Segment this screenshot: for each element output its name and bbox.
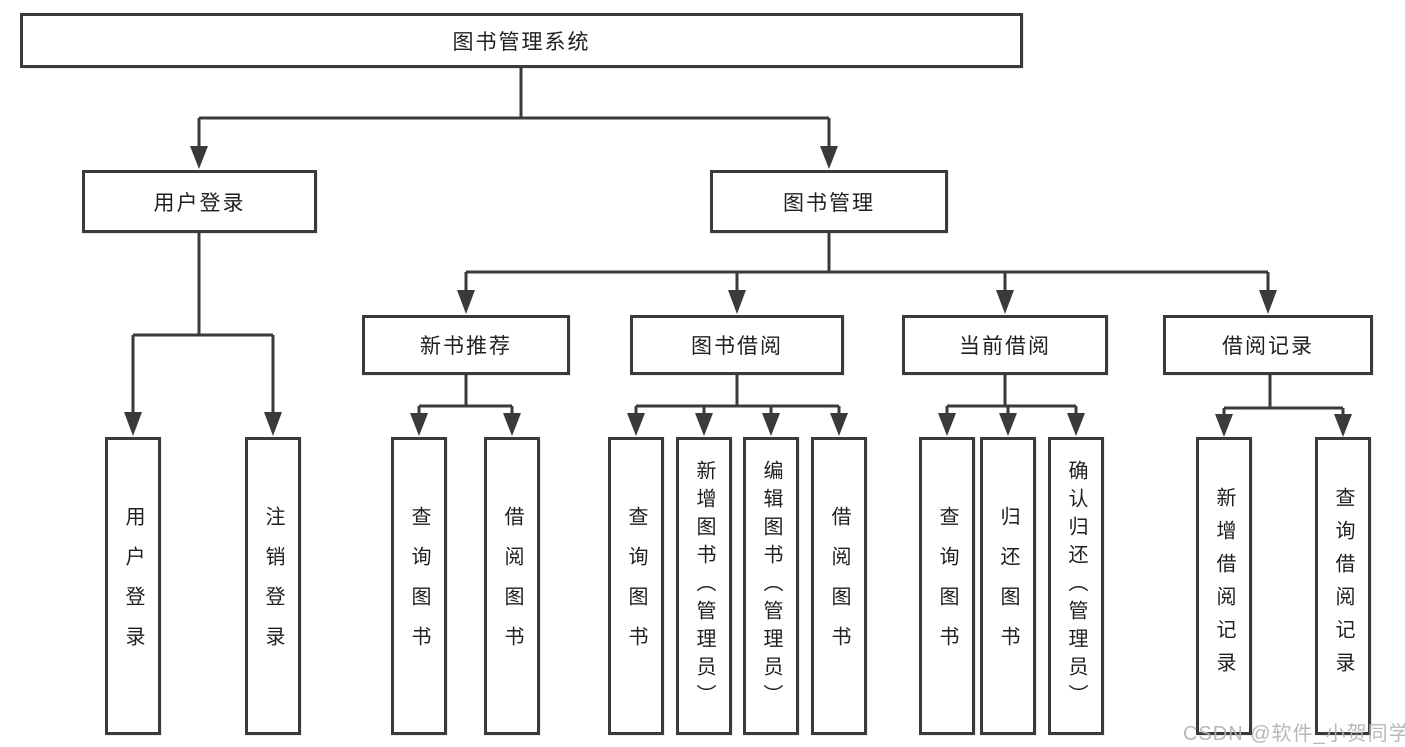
node-label: 查询图书 (936, 506, 958, 666)
leaf-confirm-return-admin: 确认归还（管理员） (1048, 437, 1104, 735)
node-book-borrowing: 图书借阅 (630, 315, 844, 375)
node-label: 用户登录 (122, 506, 144, 666)
node-label: 查询图书 (625, 506, 647, 666)
leaf-logout: 注销登录 (245, 437, 301, 735)
node-label: 图书管理系统 (452, 30, 591, 54)
node-label: 图书管理 (783, 191, 875, 215)
node-label: 归还图书 (997, 506, 1019, 666)
node-library-management-system: 图书管理系统 (20, 13, 1023, 68)
node-label: 编辑图书（管理员） (760, 460, 782, 712)
node-book-management: 图书管理 (710, 170, 948, 233)
node-label: 新增图书（管理员） (693, 460, 715, 712)
node-label: 用户登录 (153, 191, 246, 215)
watermark: CSDN @软件_小贺同学 (1183, 723, 1405, 745)
node-label: 注销登录 (262, 506, 284, 666)
node-new-book-recommend: 新书推荐 (362, 315, 570, 375)
node-label: 图书借阅 (691, 335, 783, 358)
node-label: 借阅记录 (1222, 335, 1314, 358)
node-borrow-records: 借阅记录 (1163, 315, 1373, 375)
node-label: 新增借阅记录 (1213, 487, 1235, 685)
node-label: 当前借阅 (959, 335, 1051, 358)
leaf-borrow-books-recommend: 借阅图书 (484, 437, 540, 735)
leaf-edit-books-admin: 编辑图书（管理员） (743, 437, 799, 735)
node-label: 查询图书 (408, 506, 430, 666)
leaf-query-books-current: 查询图书 (919, 437, 975, 735)
leaf-query-borrow-record: 查询借阅记录 (1315, 437, 1371, 735)
leaf-query-books-borrowing: 查询图书 (608, 437, 664, 735)
node-label: 借阅图书 (828, 506, 850, 666)
leaf-user-login: 用户登录 (105, 437, 161, 735)
node-label: 查询借阅记录 (1332, 487, 1354, 685)
leaf-add-books-admin: 新增图书（管理员） (676, 437, 732, 735)
leaf-borrow-books: 借阅图书 (811, 437, 867, 735)
leaf-return-books: 归还图书 (980, 437, 1036, 735)
node-user-login: 用户登录 (82, 170, 317, 233)
node-label: 借阅图书 (501, 506, 523, 666)
node-label: 确认归还（管理员） (1065, 460, 1087, 712)
leaf-add-borrow-record: 新增借阅记录 (1196, 437, 1252, 735)
node-current-borrowing: 当前借阅 (902, 315, 1108, 375)
leaf-query-books-recommend: 查询图书 (391, 437, 447, 735)
node-label: 新书推荐 (420, 335, 512, 358)
